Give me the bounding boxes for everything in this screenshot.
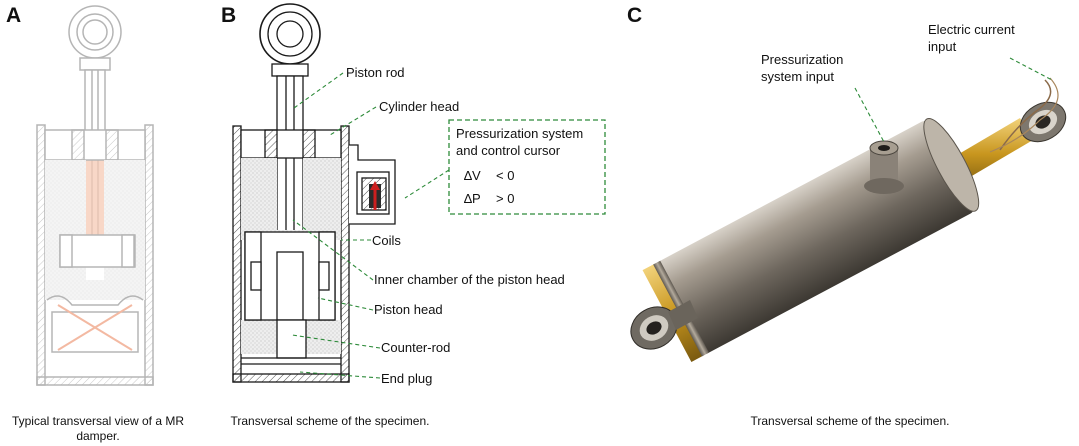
label-electric-line1: Electric current: [928, 22, 1015, 37]
caption-a-line1: Typical transversal view of a MR: [11, 414, 185, 428]
control-cursor-arrow: [370, 181, 380, 210]
box-delta-p-relation: > 0: [496, 191, 514, 206]
box-title-line1: Pressurization system: [456, 126, 583, 141]
mr-damper-drawing: [36, 5, 154, 386]
label-electric-line2: input: [928, 39, 957, 54]
caption-c: Transversal scheme of the specimen.: [750, 414, 950, 428]
label-coils: Coils: [372, 233, 401, 248]
panel-b: B: [221, 3, 606, 386]
box-delta-v: ∆V: [464, 168, 481, 183]
label-piston-rod: Piston rod: [346, 65, 405, 80]
specimen-scheme-drawing: [232, 3, 396, 383]
specimen-photo: [630, 77, 1067, 362]
panel-c-letter: C: [627, 4, 642, 27]
label-counter-rod: Counter-rod: [381, 340, 450, 355]
caption-a-line2: damper.: [76, 429, 120, 443]
panel-b-letter: B: [221, 4, 236, 27]
box-delta-v-relation: < 0: [496, 168, 514, 183]
label-pressurization-line1: Pressurization: [761, 52, 843, 67]
label-inner-chamber: Inner chamber of the piston head: [374, 272, 565, 287]
box-delta-p: ∆P: [464, 191, 481, 206]
panel-a-letter: A: [6, 4, 21, 27]
caption-a: Typical transversal view of a MR damper.: [0, 414, 196, 444]
box-title-line2: and control cursor: [456, 143, 561, 158]
panel-b-leaders: [291, 72, 450, 379]
panel-c: C: [627, 4, 1067, 362]
label-piston-head: Piston head: [374, 302, 443, 317]
panel-a: A: [6, 4, 154, 386]
panel-c-leaders: [854, 57, 1053, 143]
caption-b: Transversal scheme of the specimen.: [230, 414, 430, 428]
label-end-plug: End plug: [381, 371, 432, 386]
pressurization-box: [448, 119, 606, 215]
label-pressurization-line2: system input: [761, 69, 834, 84]
label-cylinder-head: Cylinder head: [379, 99, 459, 114]
